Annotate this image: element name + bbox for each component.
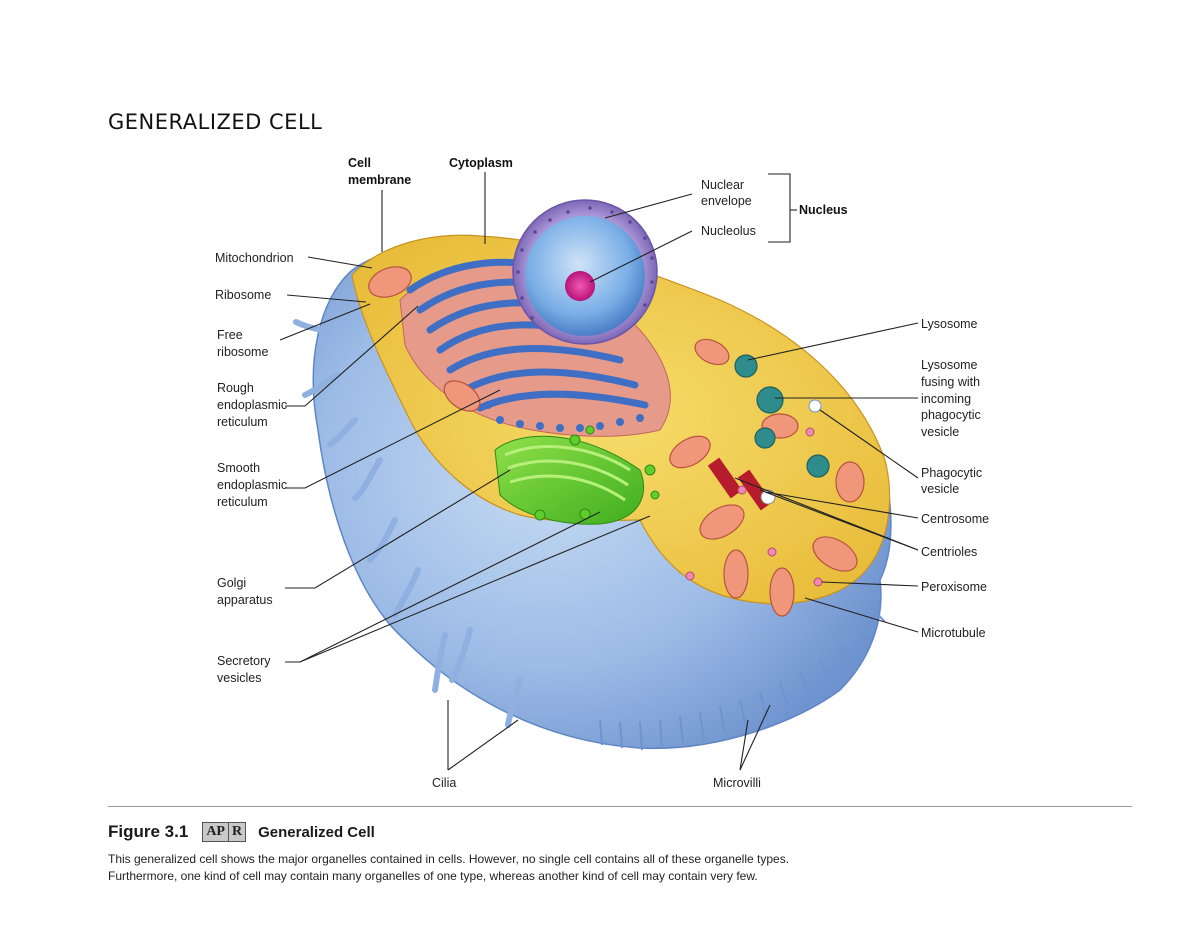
label-nucleus: Nucleus xyxy=(799,203,848,217)
label-golgi-2: apparatus xyxy=(217,593,273,607)
divider xyxy=(108,806,1132,807)
nucleus xyxy=(512,199,658,345)
golgi-apparatus xyxy=(494,425,660,525)
figure-title: Generalized Cell xyxy=(258,823,375,841)
lysosomes xyxy=(734,354,830,478)
label-lysosome: Lysosome xyxy=(921,317,978,331)
peroxisomes xyxy=(685,427,823,587)
microvilli xyxy=(599,607,886,751)
label-lysosome-fusing-2: fusing with xyxy=(921,375,980,389)
label-phagocytic-2: vesicle xyxy=(921,482,959,496)
label-smooth-er-1: Smooth xyxy=(217,461,260,475)
label-free-ribosome-2: ribosome xyxy=(217,345,268,359)
figure-caption: This generalized cell shows the major or… xyxy=(108,851,1108,884)
label-rough-er-3: reticulum xyxy=(217,415,268,429)
label-rough-er-2: endoplasmic xyxy=(217,398,287,412)
label-cilia: Cilia xyxy=(432,776,456,790)
cilia xyxy=(293,319,523,728)
label-cell-membrane-1: Cell xyxy=(348,156,371,170)
label-mitochondrion: Mitochondrion xyxy=(215,251,294,265)
label-smooth-er-2: endoplasmic xyxy=(217,478,287,492)
label-nuclear-envelope-1: Nuclear xyxy=(701,178,744,192)
nucleolus xyxy=(565,271,595,301)
label-centrioles: Centrioles xyxy=(921,545,977,559)
label-lysosome-fusing-1: Lysosome xyxy=(921,358,978,372)
centrosome xyxy=(707,457,776,511)
leader-lines xyxy=(279,172,919,771)
label-peroxisome: Peroxisome xyxy=(921,580,987,594)
label-secretory-1: Secretory xyxy=(217,654,271,668)
label-smooth-er-3: reticulum xyxy=(217,495,268,509)
label-ribosome: Ribosome xyxy=(215,288,271,302)
label-free-ribosome-1: Free xyxy=(217,328,243,342)
label-microtubule: Microtubule xyxy=(921,626,986,640)
cell-diagram: Cell membrane Cytoplasm Nuclear envelope… xyxy=(215,156,989,790)
figure-heading: Figure 3.1 AP R Generalized Cell xyxy=(108,820,375,844)
caption-line-2: Furthermore, one kind of cell may contai… xyxy=(108,868,758,883)
apr-badge: AP R xyxy=(202,822,247,842)
label-lysosome-fusing-4: phagocytic xyxy=(921,408,981,422)
label-centrosome: Centrosome xyxy=(921,512,989,526)
label-nuclear-envelope-2: envelope xyxy=(701,194,752,208)
label-microvilli: Microvilli xyxy=(713,776,761,790)
label-phagocytic-1: Phagocytic xyxy=(921,466,982,480)
label-cytoplasm: Cytoplasm xyxy=(449,156,513,170)
label-golgi-1: Golgi xyxy=(217,576,246,590)
figure-number: Figure 3.1 xyxy=(108,822,189,841)
label-nucleolus: Nucleolus xyxy=(701,224,756,238)
apr-badge-right: R xyxy=(231,824,243,839)
caption-line-1: This generalized cell shows the major or… xyxy=(108,852,790,866)
phagocytic-vesicle xyxy=(808,399,822,413)
label-cell-membrane-2: membrane xyxy=(348,173,411,187)
label-lysosome-fusing-3: incoming xyxy=(921,392,971,406)
label-lysosome-fusing-5: vesicle xyxy=(921,425,959,439)
apr-badge-left: AP xyxy=(206,824,225,839)
page-title: GENERALIZED CELL xyxy=(108,110,323,134)
label-rough-er-1: Rough xyxy=(217,381,254,395)
label-secretory-2: vesicles xyxy=(217,671,261,685)
